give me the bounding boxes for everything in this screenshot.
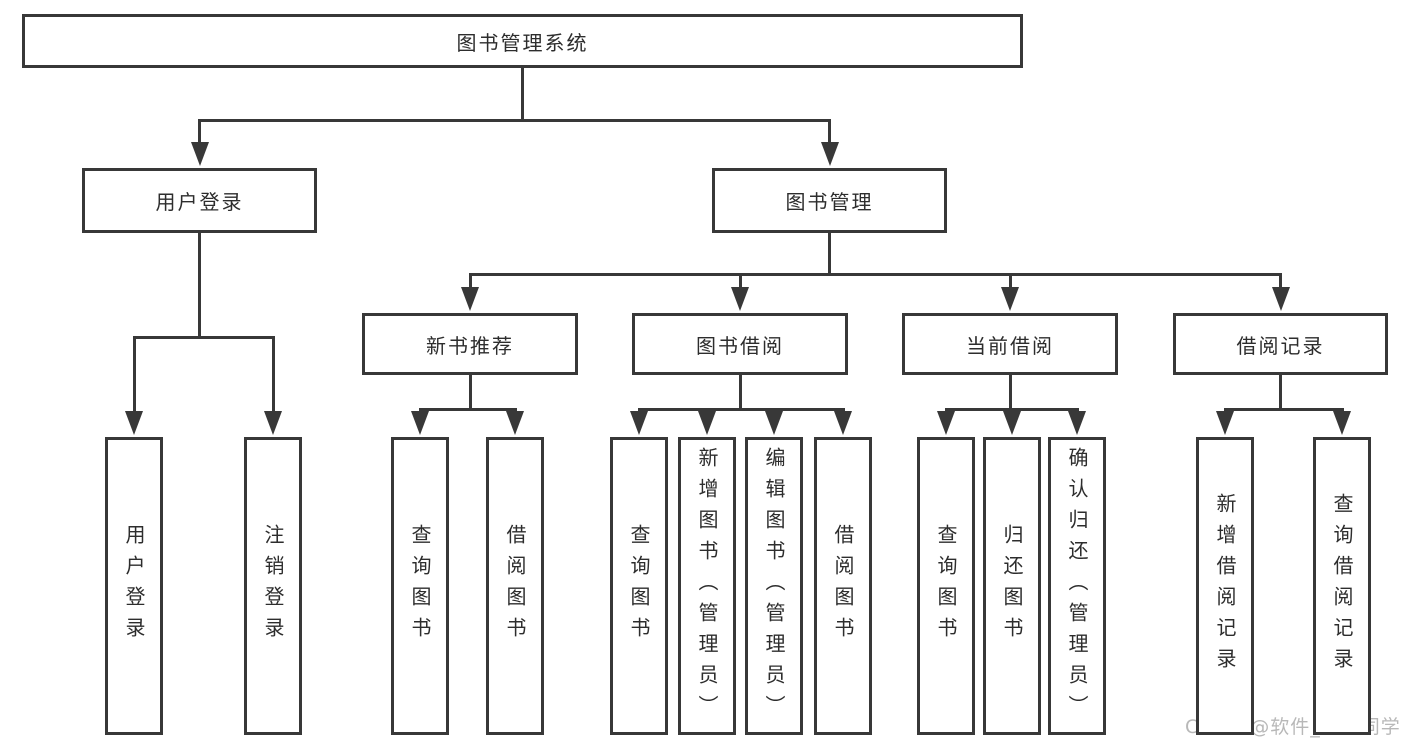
node-label-records: 借阅记录 <box>1236 333 1325 358</box>
arrow-down-icon <box>834 411 852 435</box>
node-cu-return: 归还图书 <box>983 437 1041 735</box>
node-label-bookmgmt: 图书管理 <box>785 190 874 214</box>
node-nb-query: 查询图书 <box>391 437 449 735</box>
arrow-down-icon <box>264 411 282 435</box>
connector-drop <box>772 408 776 413</box>
node-label-bw-query: 查询图书 <box>627 524 651 648</box>
connector-stem <box>1279 375 1282 411</box>
node-bw-add: 新增图书（管理员） <box>678 437 736 735</box>
arrow-down-icon <box>411 411 429 435</box>
arrow-down-icon <box>1001 287 1019 311</box>
node-label-user-login: 用户登录 <box>122 524 146 648</box>
connector-drop <box>468 273 472 289</box>
connector-drop <box>1279 273 1282 289</box>
node-current: 当前借阅 <box>902 313 1118 375</box>
connector-drop <box>705 408 709 413</box>
connector-stem <box>468 375 472 411</box>
connector-drop <box>198 119 201 144</box>
node-root: 图书管理系统 <box>22 14 1023 68</box>
arrow-down-icon <box>1216 411 1234 435</box>
connector-drop <box>1008 273 1012 289</box>
arrow-down-icon <box>461 287 479 311</box>
node-rc-query: 查询借阅记录 <box>1313 437 1371 735</box>
arrow-down-icon <box>1271 287 1290 311</box>
connector-drop <box>1010 408 1014 413</box>
node-newbook: 新书推荐 <box>362 313 578 375</box>
connector-bus <box>637 408 845 411</box>
connector-bus <box>418 408 517 411</box>
arrow-down-icon <box>190 142 209 166</box>
node-label-bw-borrow: 借阅图书 <box>831 524 855 648</box>
node-label-rc-query: 查询借阅记录 <box>1330 493 1354 679</box>
node-nb-borrow: 借阅图书 <box>486 437 544 735</box>
arrow-down-icon <box>1333 411 1351 435</box>
arrow-down-icon <box>765 411 783 435</box>
connector-drop <box>828 119 831 144</box>
node-borrow: 图书借阅 <box>632 313 848 375</box>
connector-drop <box>132 336 136 413</box>
node-label-login: 用户登录 <box>155 190 244 214</box>
node-bw-query: 查询图书 <box>610 437 668 735</box>
connector-stem <box>521 68 524 122</box>
node-records: 借阅记录 <box>1173 313 1388 375</box>
connector-drop <box>738 273 742 289</box>
node-logout: 注销登录 <box>244 437 302 735</box>
node-login: 用户登录 <box>82 168 317 233</box>
arrow-down-icon <box>820 142 839 166</box>
connector-bus <box>468 273 1282 276</box>
connector-drop <box>841 408 845 413</box>
connector-drop <box>944 408 948 413</box>
connector-drop <box>1075 408 1079 413</box>
connector-stem <box>1008 375 1012 411</box>
arrow-down-icon <box>731 287 749 311</box>
node-bw-borrow: 借阅图书 <box>814 437 872 735</box>
arrow-down-icon <box>630 411 648 435</box>
node-label-logout: 注销登录 <box>261 524 285 648</box>
node-label-cu-confirm: 确认归还（管理员） <box>1065 446 1089 726</box>
connector-bus <box>1223 408 1344 411</box>
node-bookmgmt: 图书管理 <box>712 168 947 233</box>
node-rc-add: 新增借阅记录 <box>1196 437 1254 735</box>
node-label-root: 图书管理系统 <box>456 30 589 55</box>
connector-drop <box>271 336 275 413</box>
node-label-bw-edit: 编辑图书（管理员） <box>762 446 786 726</box>
node-label-borrow: 图书借阅 <box>696 333 784 358</box>
connector-stem <box>738 375 742 411</box>
connector-drop <box>637 408 641 413</box>
connector-bus <box>198 119 831 122</box>
node-cu-query: 查询图书 <box>917 437 975 735</box>
connector-drop <box>513 408 517 413</box>
arrow-down-icon <box>698 411 716 435</box>
arrow-down-icon <box>125 411 143 435</box>
connector-stem <box>198 233 201 339</box>
arrow-down-icon <box>506 411 524 435</box>
connector-drop <box>1340 408 1344 413</box>
arrow-down-icon <box>1003 411 1021 435</box>
arrow-down-icon <box>1068 411 1086 435</box>
connector-drop <box>1223 408 1227 413</box>
node-label-bw-add: 新增图书（管理员） <box>695 446 719 726</box>
node-label-cu-return: 归还图书 <box>1000 524 1024 648</box>
node-label-cu-query: 查询图书 <box>934 524 958 648</box>
node-label-newbook: 新书推荐 <box>426 333 514 358</box>
node-label-current: 当前借阅 <box>966 333 1054 358</box>
node-label-nb-query: 查询图书 <box>408 524 432 648</box>
connector-drop <box>418 408 422 413</box>
node-user-login: 用户登录 <box>105 437 163 735</box>
node-label-rc-add: 新增借阅记录 <box>1213 493 1237 679</box>
node-bw-edit: 编辑图书（管理员） <box>745 437 803 735</box>
arrow-down-icon <box>937 411 955 435</box>
connector-stem <box>828 233 831 276</box>
node-label-nb-borrow: 借阅图书 <box>503 524 527 648</box>
connector-bus <box>132 336 275 339</box>
node-cu-confirm: 确认归还（管理员） <box>1048 437 1106 735</box>
